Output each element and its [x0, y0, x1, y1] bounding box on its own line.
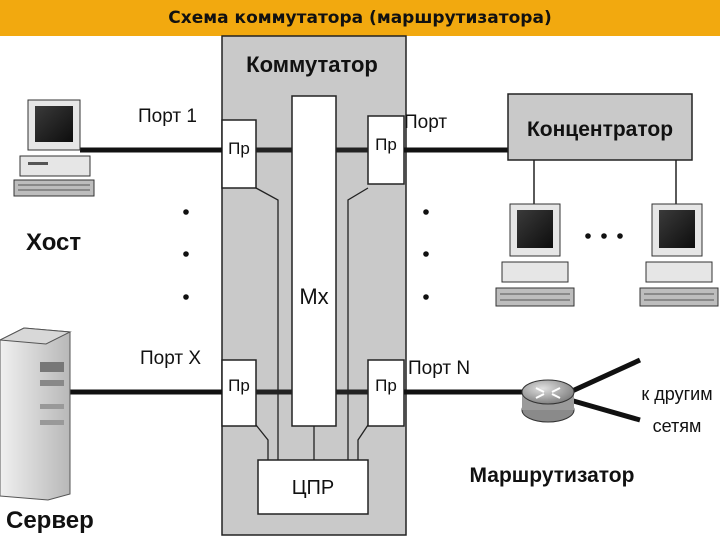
port-unit-right-bottom: Пр [367, 359, 405, 427]
cpu-label: ЦПР [292, 477, 335, 499]
external-links [68, 147, 525, 395]
port1-label: Порт 1 [138, 106, 197, 127]
hub-ellipsis [585, 233, 623, 239]
hub-box [507, 93, 693, 161]
port-unit-right-top: Пр [367, 115, 405, 185]
hub-label: Концентратор [527, 118, 673, 141]
server-icon [0, 327, 72, 501]
title-bar: Схема коммутатора (маршрутизатора) [0, 0, 720, 36]
host-label: Хост [26, 229, 81, 256]
svg-text:Пр: Пр [375, 376, 397, 395]
portN-label: Порт N [408, 358, 470, 379]
internal-links [255, 147, 369, 460]
server-label: Сервер [6, 507, 94, 534]
port-unit-left-bottom: Пр [221, 359, 257, 427]
router-label: Маршрутизатор [470, 464, 635, 487]
page-title: Схема коммутатора (маршрутизатора) [168, 8, 552, 28]
svg-text:Пр: Пр [228, 139, 250, 158]
hub-computer-1-icon [495, 203, 575, 307]
port-unit-left-top: Пр [221, 119, 257, 189]
switch-label: Коммутатор [246, 52, 378, 77]
other-networks-line1: к другим [641, 384, 712, 404]
hub-computer-2-icon [639, 203, 719, 307]
router-icon [521, 357, 642, 423]
mux-label: Mx [299, 284, 328, 309]
ellipsis-left [183, 209, 189, 300]
host-computer-icon [13, 99, 95, 197]
portX-label: Порт X [140, 348, 201, 369]
cpu-block [257, 459, 369, 515]
ellipsis-right [423, 209, 429, 300]
other-networks-line2: сетям [653, 416, 702, 436]
port-right-label: Порт [404, 112, 447, 133]
svg-text:Пр: Пр [228, 376, 250, 395]
mux-block [291, 95, 337, 427]
svg-text:Пр: Пр [375, 135, 397, 154]
